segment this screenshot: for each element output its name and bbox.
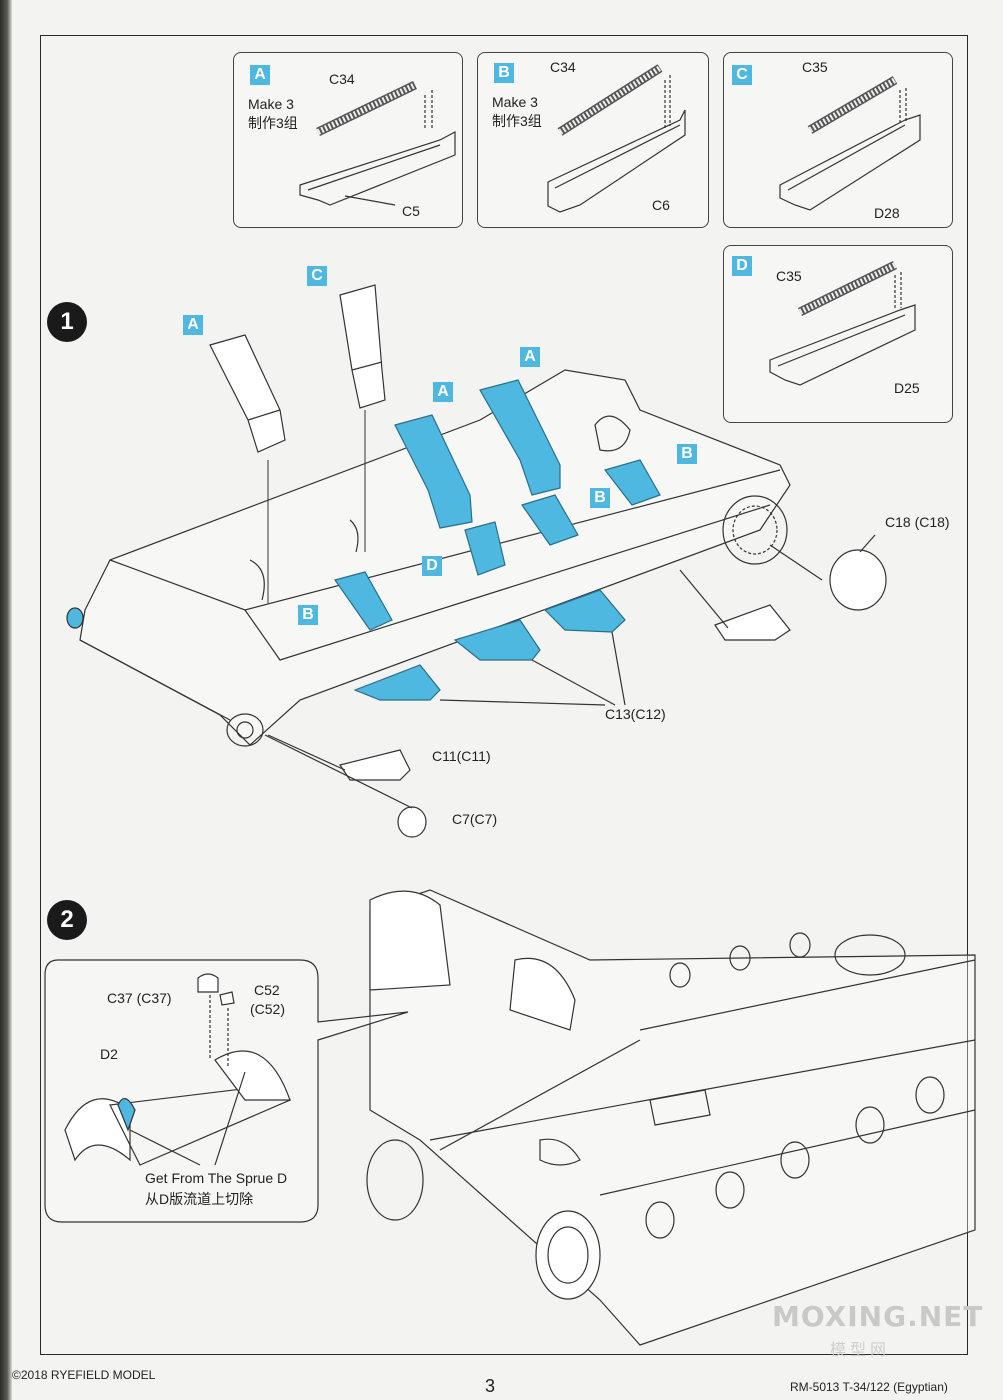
sprue-note-cn: 从D版流道上切除 — [145, 1191, 254, 1207]
highlighted-parts — [334, 379, 661, 701]
badge-c: C — [732, 65, 752, 85]
badge-step1-c: C — [307, 266, 327, 286]
badge-step1-a-3: A — [520, 347, 540, 367]
spring-part-c35 — [807, 76, 898, 134]
callout-c18: C18 (C18) — [885, 514, 950, 530]
page-binding-edge — [0, 0, 12, 1400]
channel-part-c5 — [299, 131, 456, 206]
badge-step1-a-1: A — [183, 315, 203, 335]
callout-c11: C11(C11) — [432, 748, 491, 764]
callout-c37: C37 (C37) — [107, 990, 172, 1006]
sprue-note-en: Get From The Sprue D — [145, 1170, 288, 1186]
badge-step1-a-2: A — [433, 382, 453, 402]
part-label-c34: C34 — [550, 59, 576, 75]
subassembly-panel-c: C C35 D28 — [723, 52, 953, 228]
subassembly-panel-a: A C34 Make 3 制作3组 C5 — [233, 52, 463, 228]
channel-part-d25 — [769, 304, 916, 386]
copyright: ©2018 RYEFIELD MODEL — [12, 1368, 156, 1382]
badge-step1-b-2: B — [590, 488, 610, 508]
shock-block-c-white — [339, 284, 386, 409]
callout-d2: D2 — [100, 1046, 118, 1062]
part-label-c5: C5 — [402, 203, 420, 219]
make-count-en: Make 3 — [248, 96, 294, 112]
step-number-2: 2 — [47, 900, 87, 940]
spring-part-c35-d — [798, 260, 897, 317]
hull-upper-assembly — [366, 889, 976, 1346]
badge-step1-d: D — [422, 556, 442, 576]
spring-part-c34 — [316, 80, 417, 137]
spring-part-c34-b — [557, 64, 663, 136]
callout-c52: C52 — [254, 982, 280, 998]
idler-hub-c7 — [397, 806, 427, 838]
badge-step1-b-3: B — [298, 605, 318, 625]
make-count-en: Make 3 — [492, 94, 538, 110]
badge-d: D — [732, 256, 752, 276]
part-label-c34: C34 — [329, 71, 355, 87]
badge-b: B — [494, 63, 514, 83]
callout-c13: C13(C12) — [605, 706, 666, 722]
watermark-logo: MOXING.NET — [772, 1300, 984, 1333]
suspension-arm-c11 — [339, 749, 411, 781]
part-label-c35: C35 — [776, 268, 802, 284]
step-number-1: 1 — [47, 302, 87, 342]
small-parts-c37-c52 — [129, 973, 246, 1166]
make-count-cn: 制作3组 — [248, 115, 298, 131]
part-label-c35: C35 — [802, 59, 828, 75]
fender-part-d2 — [64, 1050, 292, 1166]
wheel-cap-c18 — [829, 549, 887, 611]
watermark-sub: 模型网 — [830, 1342, 891, 1359]
shock-block-a-white — [209, 334, 286, 453]
part-label-d25: D25 — [894, 380, 920, 396]
page-frame — [40, 35, 968, 1355]
channel-part-d28 — [779, 114, 921, 211]
callout-c7: C7(C7) — [452, 811, 498, 827]
badge-step1-b-1: B — [677, 444, 697, 464]
page-number: 3 — [485, 1376, 496, 1396]
suspension-arm-c12-rear — [714, 604, 791, 641]
callout-c52-alt: (C52) — [250, 1001, 286, 1017]
make-count-cn: 制作3组 — [492, 113, 542, 129]
badge-a: A — [250, 65, 270, 85]
channel-part-c6 — [547, 109, 686, 213]
part-label-c6: C6 — [652, 197, 670, 213]
part-label-d28: D28 — [874, 205, 900, 221]
road-wheel-hubs — [645, 932, 945, 1239]
product-code: RM-5013 T-34/122 (Egyptian) — [790, 1380, 948, 1394]
